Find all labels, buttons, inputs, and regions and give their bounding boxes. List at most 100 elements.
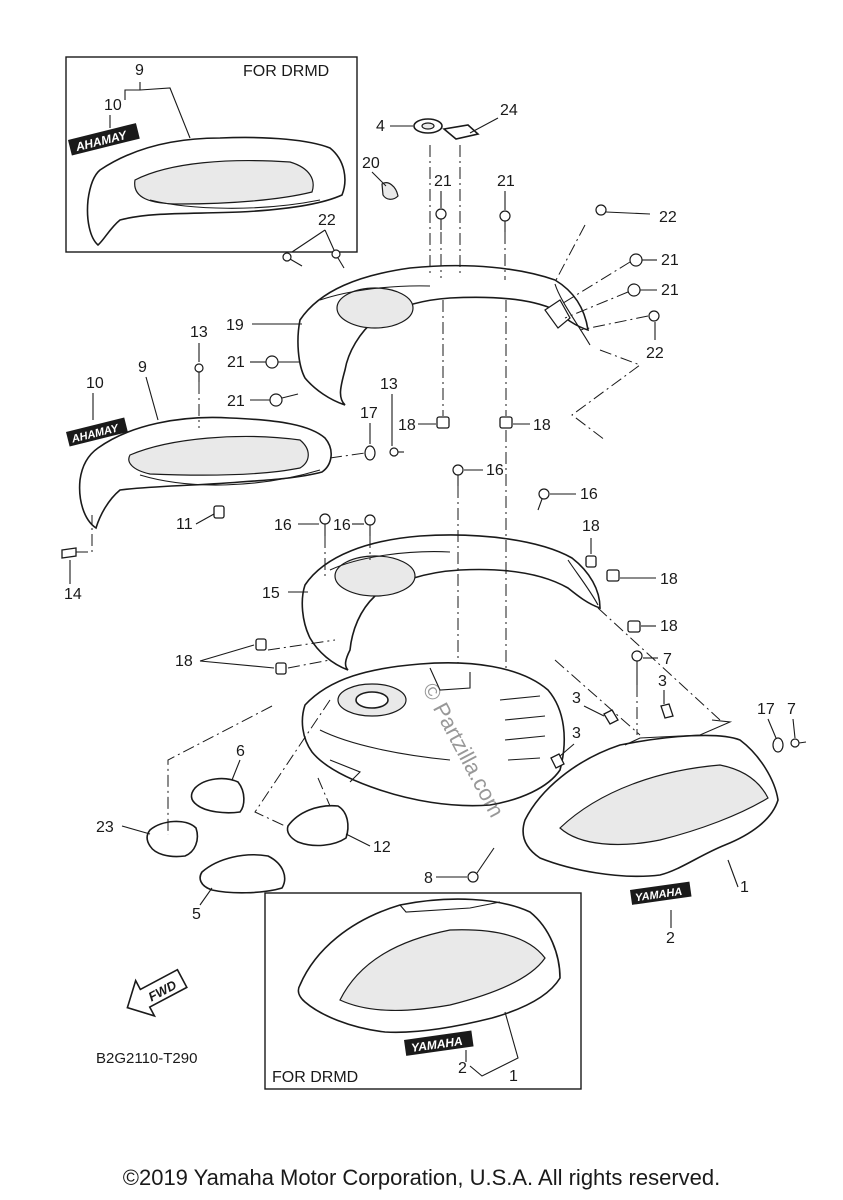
callout-21d: 21	[661, 282, 679, 299]
clip-18f-right	[275, 662, 287, 675]
clip-18c	[585, 555, 597, 568]
rivet-14	[61, 547, 77, 559]
pad-5	[199, 853, 286, 894]
inset-top: FOR DRMD AHAMAY 9 10	[65, 56, 358, 253]
clip-3b	[660, 703, 674, 719]
bolt-22b	[595, 204, 651, 216]
clip-18a	[436, 416, 450, 429]
inset-top-title: FOR DRMD	[243, 63, 329, 80]
clip-18f-left	[255, 638, 267, 651]
drawing-code: B2G2110-T290	[96, 1050, 197, 1067]
callout-22a: 22	[318, 212, 336, 229]
callout-3a: 3	[572, 690, 581, 707]
upper-tank-cover	[297, 264, 591, 406]
callout-9-inset: 9	[135, 62, 144, 79]
front-cover	[522, 719, 779, 878]
screw-21c	[629, 253, 643, 267]
callout-21f: 21	[227, 393, 245, 410]
inset-front-decal: YAMAHA	[404, 1030, 474, 1056]
clip-18e	[627, 620, 641, 633]
callout-14: 14	[64, 586, 82, 603]
screw-16d	[364, 514, 376, 536]
screw-22a	[282, 252, 303, 267]
screw-21a	[435, 208, 447, 230]
callout-12: 12	[373, 839, 391, 856]
callout-21e: 21	[227, 354, 245, 371]
callout-1: 1	[740, 879, 749, 896]
callout-16d: 16	[333, 517, 351, 534]
inset-front-cover-panel	[339, 929, 546, 1012]
callout-18b: 18	[533, 417, 551, 434]
pad-12	[286, 804, 349, 847]
callout-2-inset: 2	[458, 1060, 467, 1077]
inset-bottom-title: FOR DRMD	[272, 1069, 358, 1086]
grommet-11	[213, 505, 225, 519]
screw-16a	[452, 464, 464, 486]
callout-5: 5	[192, 906, 201, 923]
copyright-notice: ©2019 Yamaha Motor Corporation, U.S.A. A…	[122, 1165, 721, 1190]
callout-22c: 22	[646, 345, 664, 362]
callout-21b: 21	[497, 173, 515, 190]
callout-19: 19	[226, 317, 244, 334]
callout-3c: 3	[572, 725, 581, 742]
fuel-tank	[301, 662, 565, 807]
bolt-7b	[790, 738, 807, 748]
callout-16a: 16	[486, 462, 504, 479]
callout-16c: 16	[274, 517, 292, 534]
callout-10: 10	[86, 375, 104, 392]
clip-3c	[550, 753, 565, 769]
callout-8: 8	[424, 870, 433, 887]
lower-tank-cover	[301, 534, 601, 671]
bolt-7a	[631, 650, 643, 685]
leader-9-inset	[124, 82, 191, 139]
callout-20: 20	[362, 155, 380, 172]
callout-17b: 17	[757, 701, 775, 718]
screw-21d	[627, 283, 641, 297]
callout-7b: 7	[787, 701, 796, 718]
inset-top-frame	[65, 56, 358, 253]
parts-diagram: FOR DRMD AHAMAY 9 10 4 24 20 1	[61, 56, 807, 1090]
callout-15: 15	[262, 585, 280, 602]
screw-21b	[499, 210, 511, 232]
callout-7a: 7	[663, 651, 672, 668]
callout-18e: 18	[660, 618, 678, 635]
washer-17b	[772, 737, 784, 753]
callout-13a: 13	[190, 324, 208, 341]
callout-11: 11	[176, 516, 193, 533]
fwd-arrow-icon: FWD	[126, 968, 188, 1018]
callout-2: 2	[666, 930, 675, 947]
pad-6	[190, 777, 245, 814]
inset-side-decal-text: AHAMAY	[73, 128, 129, 155]
screw-16c	[319, 513, 331, 536]
callout-9: 9	[138, 359, 147, 376]
pad-23	[146, 820, 199, 858]
callout-1-inset: 1	[509, 1068, 518, 1085]
bolt-13a	[194, 363, 204, 382]
screw-21e	[265, 355, 300, 369]
inset-side-decal: AHAMAY	[68, 123, 140, 156]
callout-18c: 18	[582, 518, 600, 535]
screw-22b	[331, 249, 345, 269]
callout-22b: 22	[659, 209, 677, 226]
callout-10-inset: 10	[104, 97, 122, 114]
callout-24: 24	[500, 102, 518, 119]
bolt-13b	[389, 447, 404, 457]
label-strip	[442, 124, 480, 140]
clip-20	[381, 182, 399, 200]
callout-21a: 21	[434, 173, 452, 190]
callout-13b: 13	[380, 376, 398, 393]
washer-17a	[364, 445, 376, 461]
clip-18d	[606, 569, 620, 582]
cap-gasket	[413, 118, 443, 134]
callout-3b: 3	[658, 673, 667, 690]
callout-18d: 18	[660, 571, 678, 588]
inset-bottom-frame	[264, 892, 582, 1090]
bolt-8	[467, 847, 495, 883]
clip-3a	[603, 709, 619, 725]
front-decal: YAMAHA	[630, 881, 692, 905]
callout-17a: 17	[360, 405, 378, 422]
callout-23: 23	[96, 819, 114, 836]
callout-4: 4	[376, 118, 385, 135]
callout-16b: 16	[580, 486, 598, 503]
screw-22c	[648, 310, 660, 322]
